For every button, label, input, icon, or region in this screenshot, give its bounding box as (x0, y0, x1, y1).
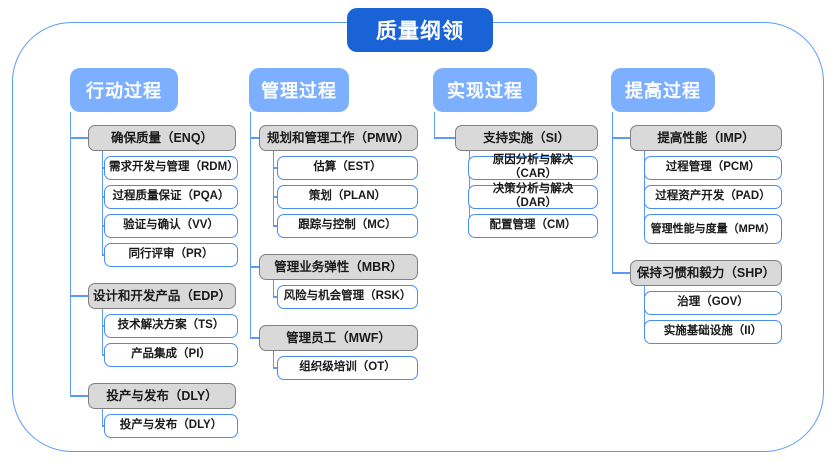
leaf-box[interactable]: 投产与发布（DLY） (104, 414, 238, 438)
connector-trunk-column (612, 112, 614, 273)
leaf-box[interactable]: 风险与机会管理（RSK） (277, 285, 418, 309)
group-box[interactable]: 设计和开发产品（EDP） (88, 283, 236, 309)
group-box[interactable]: 保持习惯和毅力（SHP） (630, 260, 782, 286)
connector-group (70, 395, 88, 397)
group-box[interactable]: 管理业务弹性（MBR） (259, 254, 418, 280)
connector-leaf (273, 296, 277, 298)
connector-group (250, 266, 259, 268)
connector-group (612, 272, 630, 274)
leaf-box[interactable]: 实施基础设施（II） (644, 320, 782, 344)
leaf-box[interactable]: 估算（EST） (277, 156, 418, 180)
connector-trunk-group (273, 351, 275, 368)
leaf-box[interactable]: 同行评审（PR） (104, 243, 238, 267)
connector-leaf (273, 225, 277, 227)
connector-trunk-column (434, 112, 436, 138)
leaf-box[interactable]: 原因分析与解决（CAR） (468, 154, 598, 180)
connector-trunk-column (70, 112, 72, 396)
connector-trunk-group (273, 151, 275, 226)
group-box[interactable]: 确保质量（ENQ） (88, 125, 236, 151)
connector-trunk-group (102, 151, 104, 255)
root-title-box: 质量纲领 (347, 8, 493, 52)
leaf-box[interactable]: 产品集成（PI） (104, 343, 238, 367)
leaf-box[interactable]: 策划（PLAN） (277, 185, 418, 209)
connector-trunk-column (250, 112, 252, 338)
leaf-box[interactable]: 跟踪与控制（MC） (277, 214, 418, 238)
leaf-box[interactable]: 技术解决方案（TS） (104, 314, 238, 338)
leaf-box[interactable]: 需求开发与管理（RDM） (104, 156, 239, 180)
connector-leaf (273, 167, 277, 169)
leaf-box[interactable]: 过程资产开发（PAD） (644, 185, 782, 209)
connector-group (70, 295, 88, 297)
connector-leaf (273, 367, 277, 369)
connector-trunk-group (273, 280, 275, 297)
leaf-box[interactable]: 验证与确认（VV） (104, 214, 238, 238)
connector-group (250, 337, 259, 339)
group-box[interactable]: 投产与发布（DLY） (88, 383, 236, 409)
group-box[interactable]: 支持实施（SI） (455, 125, 598, 151)
leaf-box[interactable]: 管理性能与度量（MPM） (644, 214, 782, 244)
leaf-box[interactable]: 过程管理（PCM） (644, 156, 782, 180)
connector-trunk-group (102, 409, 104, 426)
connector-group (612, 137, 630, 139)
connector-leaf (273, 196, 277, 198)
leaf-box[interactable]: 决策分析与解决（DAR） (468, 183, 598, 209)
group-box[interactable]: 提高性能（IMP） (630, 125, 782, 151)
leaf-box[interactable]: 组织级培训（OT） (277, 356, 418, 380)
connector-trunk-group (102, 309, 104, 355)
column-header-2[interactable]: 管理过程 (249, 68, 349, 112)
connector-group (250, 137, 259, 139)
column-header-1[interactable]: 行动过程 (70, 68, 178, 112)
group-box[interactable]: 管理员工（MWF） (259, 325, 418, 351)
connector-group (70, 137, 88, 139)
column-header-3[interactable]: 实现过程 (433, 68, 537, 112)
leaf-box[interactable]: 治理（GOV） (644, 291, 782, 315)
leaf-box[interactable]: 配置管理（CM） (468, 214, 598, 238)
leaf-box[interactable]: 过程质量保证（PQA） (104, 185, 238, 209)
group-box[interactable]: 规划和管理工作（PMW） (259, 125, 418, 151)
connector-group (434, 137, 455, 139)
column-header-4[interactable]: 提高过程 (611, 68, 715, 112)
